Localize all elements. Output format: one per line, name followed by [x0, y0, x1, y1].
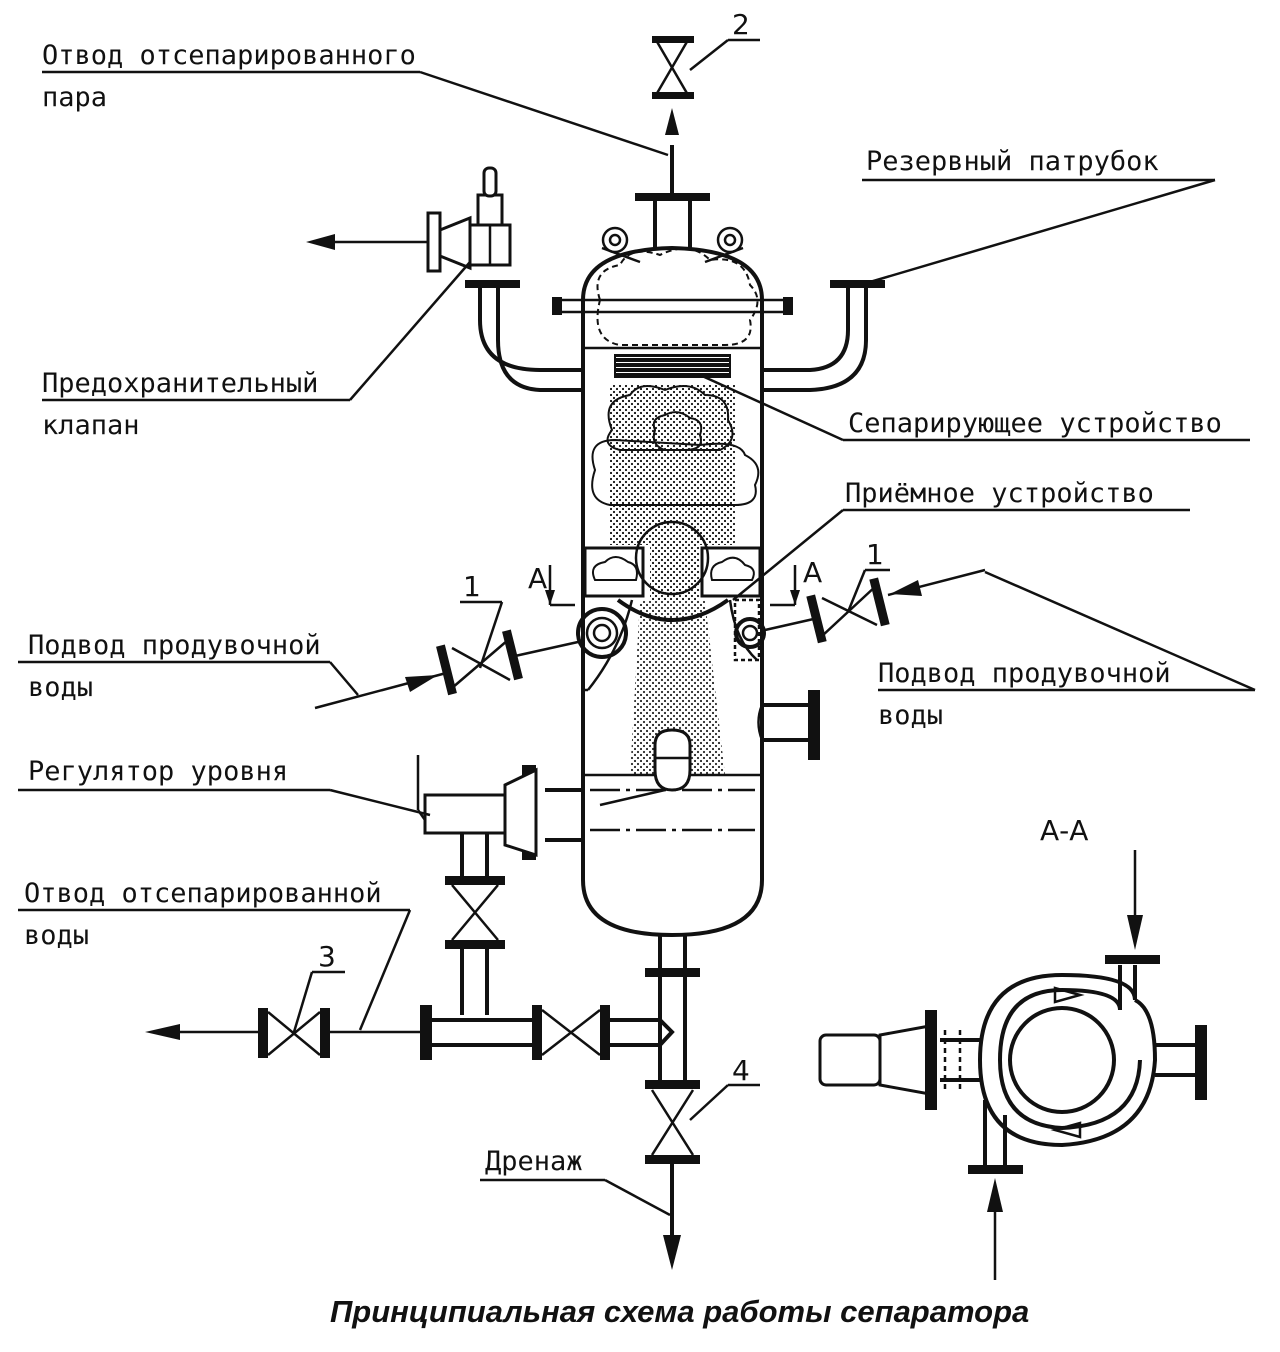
- leader-lines: [18, 38, 1256, 1217]
- label-separating-device: Сепарирующее устройство: [848, 408, 1222, 439]
- valve-number-1-right: 1: [866, 538, 884, 571]
- label-level-regulator: Регулятор уровня: [28, 756, 288, 787]
- water-outlet-pipe: [330, 1005, 675, 1060]
- drain-pipe: [645, 935, 700, 1270]
- label-safety-valve-1: Предохранительный: [42, 368, 318, 399]
- flow-zone: [630, 600, 725, 775]
- safety-out-arrow: [306, 234, 335, 250]
- label-blowdown-left-2: воды: [28, 672, 93, 703]
- valve-number-3: 3: [318, 940, 336, 973]
- section-mark-left: [545, 565, 575, 607]
- label-blowdown-right-2: воды: [878, 700, 943, 731]
- diagram-caption: Принципиальная схема работы сепаратора: [330, 1294, 1029, 1329]
- steam-cloud-mid: [606, 385, 734, 451]
- separator-vessel: [552, 226, 793, 938]
- label-section-a-left: А: [528, 562, 547, 595]
- blowdown-line-left: [314, 640, 579, 710]
- blowdown-line-right: [764, 568, 986, 632]
- drain-arrow: [663, 1235, 681, 1270]
- section-aa-view: [818, 850, 1207, 1280]
- section-mark-right: [770, 565, 800, 607]
- label-reserve-nozzle: Резервный патрубок: [866, 146, 1159, 177]
- label-water-outlet-2: воды: [24, 920, 89, 951]
- blowdown-inlet-left: [576, 607, 628, 659]
- water-out-arrow: [145, 1024, 180, 1040]
- level-float: [653, 728, 692, 792]
- label-blowdown-right-1: Подвод продувочной: [878, 658, 1171, 689]
- reserve-nozzle: [762, 280, 885, 392]
- blowdown-inlet-right: [733, 598, 766, 662]
- side-nozzle-right: [757, 690, 820, 760]
- safety-valve: [306, 166, 583, 392]
- separating-mesh: [614, 354, 731, 378]
- steam-cloud-low: [591, 438, 760, 506]
- steam-out-arrow: [665, 108, 679, 135]
- valve-2: [652, 36, 694, 99]
- regulator-valve: [445, 876, 505, 1015]
- label-section-a-right: А: [803, 556, 822, 589]
- label-water-outlet-1: Отвод отсепарированной: [24, 878, 382, 909]
- valve-number-1-left: 1: [463, 570, 481, 603]
- steam-zone: [610, 385, 735, 600]
- label-receiving-device: Приёмное устройство: [845, 478, 1154, 509]
- valve-number-2: 2: [732, 8, 750, 41]
- steam-outlet-nozzle: [635, 108, 710, 248]
- label-section-aa: А-А: [1040, 814, 1088, 847]
- label-safety-valve-2: клапан: [42, 410, 140, 441]
- valve-1-left: [436, 629, 523, 696]
- steam-cloud-top: [596, 247, 759, 346]
- valve-3: [145, 1008, 330, 1058]
- label-steam-outlet-2: пара: [42, 82, 107, 113]
- label-steam-outlet-1: Отвод отсепарированного: [42, 40, 416, 71]
- label-blowdown-left-1: Подвод продувочной: [28, 630, 321, 661]
- valve-number-4: 4: [732, 1054, 750, 1087]
- label-drain: Дренаж: [485, 1146, 583, 1177]
- level-regulator: [416, 755, 583, 880]
- receiving-device: [583, 520, 762, 692]
